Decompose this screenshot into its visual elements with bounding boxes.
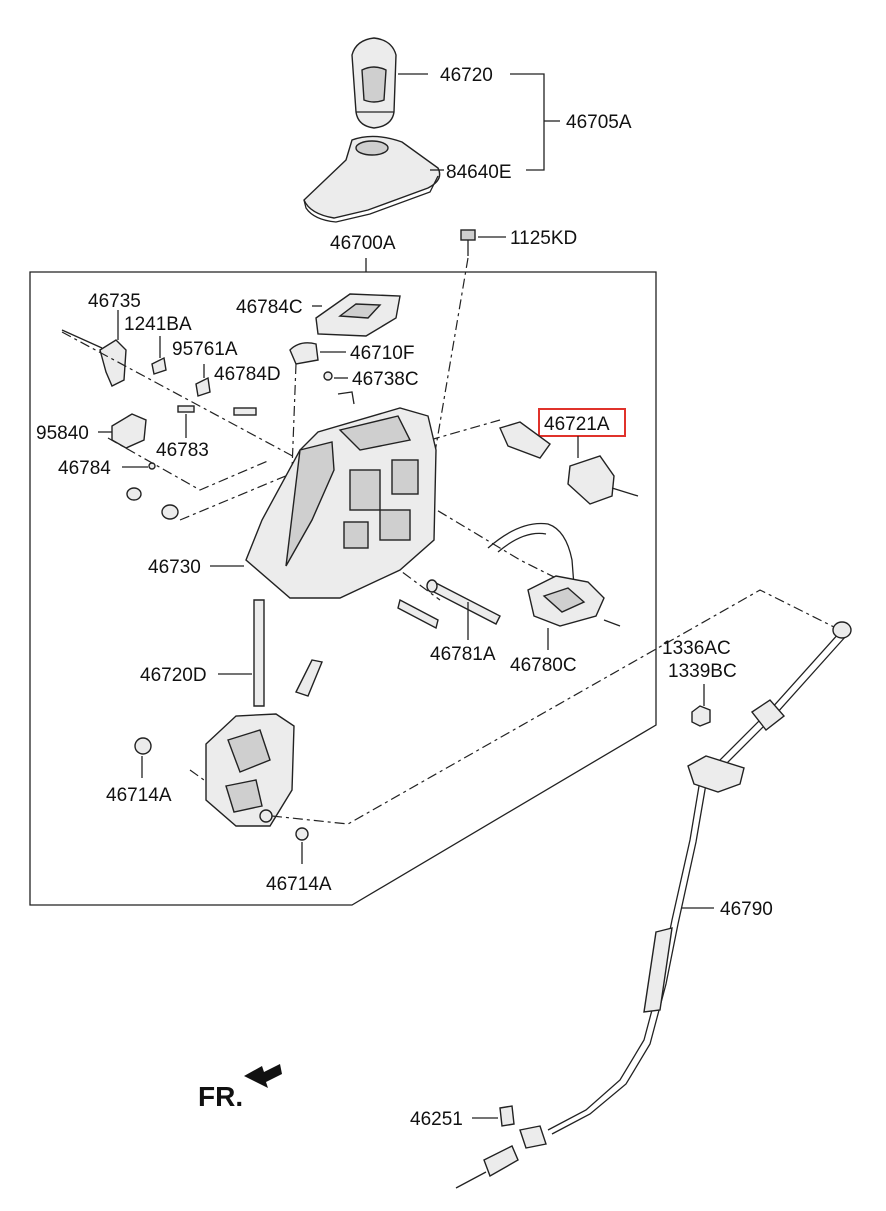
label-46700A: 46700A xyxy=(330,233,396,254)
label-46784: 46784 xyxy=(58,458,111,479)
pin-46781A[interactable] xyxy=(397,579,501,630)
label-46714A-1: 46714A xyxy=(106,785,172,806)
shift-lever-46720D[interactable] xyxy=(205,599,323,827)
nut-1336AC[interactable] xyxy=(691,705,711,727)
label-46721A[interactable]: 46721A xyxy=(544,414,610,435)
highlight-box-46721A xyxy=(538,408,626,437)
cap-46710F[interactable] xyxy=(289,342,319,365)
label-1125KD: 1125KD xyxy=(510,228,577,249)
shift-cable-46790[interactable] xyxy=(455,621,852,1189)
shift-knob-46720[interactable] xyxy=(351,37,397,129)
clip-46784D[interactable] xyxy=(195,376,211,397)
label-46784D: 46784D xyxy=(214,364,281,385)
label-46705A: 46705A xyxy=(566,112,632,133)
label-46784C: 46784C xyxy=(236,297,303,318)
label-95761A: 95761A xyxy=(172,339,238,360)
clip-46251[interactable] xyxy=(499,1105,515,1127)
label-46714A-2: 46714A xyxy=(266,874,332,895)
bushing-46714A-2[interactable] xyxy=(295,827,309,841)
label-46720D: 46720D xyxy=(140,665,207,686)
label-46720: 46720 xyxy=(440,65,493,86)
label-46783: 46783 xyxy=(156,440,209,461)
label-46251: 46251 xyxy=(410,1109,463,1130)
washer-a[interactable] xyxy=(126,487,179,520)
clip-46738C[interactable] xyxy=(323,371,333,381)
shift-bracket-46730[interactable] xyxy=(245,391,437,599)
label-46710F: 46710F xyxy=(350,343,414,364)
label-46780C: 46780C xyxy=(510,655,577,676)
front-arrow-icon xyxy=(244,1064,282,1088)
bushing-46714A-1[interactable] xyxy=(134,737,152,755)
solenoid-46721A[interactable] xyxy=(499,421,639,505)
label-46730: 46730 xyxy=(148,557,201,578)
label-1241BA: 1241BA xyxy=(124,314,192,335)
label-46735: 46735 xyxy=(88,291,141,312)
pin-46783[interactable] xyxy=(177,405,257,416)
label-46738C: 46738C xyxy=(352,369,419,390)
label-1339BC: 1339BC xyxy=(668,661,737,682)
label-1336AC: 1336AC xyxy=(662,638,731,659)
bracket-46735[interactable] xyxy=(61,329,127,387)
bolt-1125KD[interactable] xyxy=(460,229,476,256)
label-95840: 95840 xyxy=(36,423,89,444)
label-46790: 46790 xyxy=(720,899,773,920)
front-label: FR. xyxy=(198,1081,243,1112)
boot-84640E[interactable] xyxy=(303,135,441,223)
assembly-frame-46700A xyxy=(29,258,657,906)
indicator-plate-46784C[interactable] xyxy=(315,293,401,337)
sensor-46780C[interactable] xyxy=(487,522,621,627)
label-46781A: 46781A xyxy=(430,644,496,665)
label-84640E: 84640E xyxy=(446,162,512,183)
switch-95840[interactable] xyxy=(111,413,147,449)
clip-95761A[interactable] xyxy=(151,356,167,375)
pin-46784[interactable] xyxy=(148,462,156,470)
